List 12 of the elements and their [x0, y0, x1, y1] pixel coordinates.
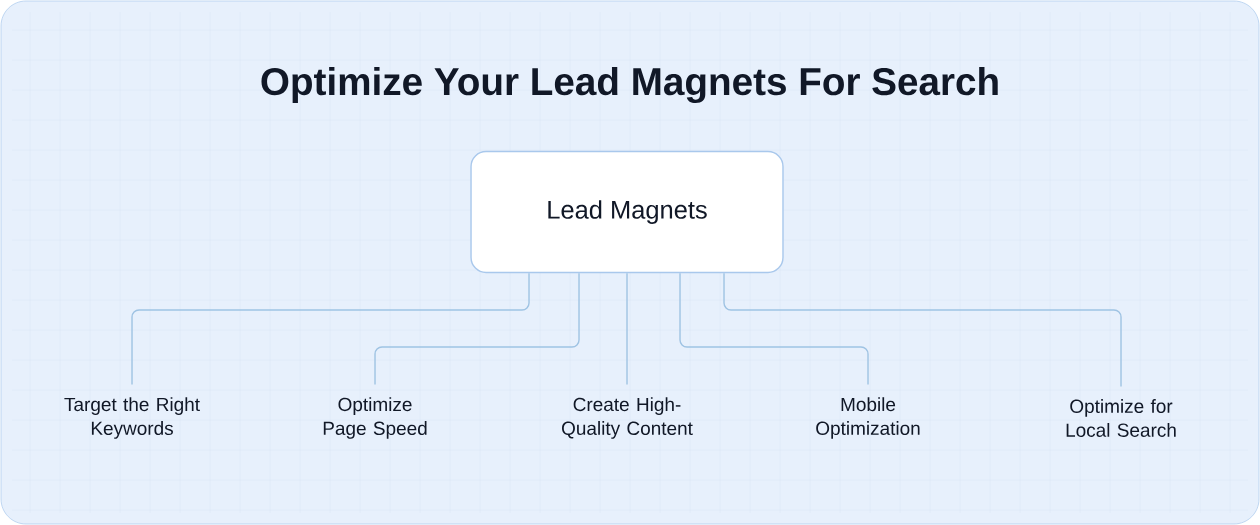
title: Optimize Your Lead Magnets For Search	[261, 66, 998, 104]
topic-label: Optimize for Local Search	[1066, 399, 1176, 437]
topic-label: Create High-Quality Content	[562, 397, 693, 439]
topic-label: Target the Right Keywords	[64, 397, 200, 439]
connector-line	[723, 272, 1122, 388]
connector-line	[626, 272, 628, 386]
central-box: Lead Magnets	[470, 150, 784, 274]
connector-line	[679, 272, 869, 386]
topic-label: Mobile Optimization	[816, 397, 920, 439]
connector-line	[131, 272, 530, 386]
topic-label: Optimize Page Speed	[323, 397, 427, 439]
connector-line	[374, 272, 580, 386]
